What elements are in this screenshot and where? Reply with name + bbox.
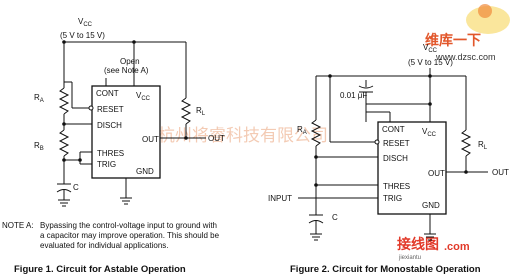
fig1-note-line-3: evaluated for individual applications. [40,241,169,250]
fig2-vcc-range: (5 V to 15 V) [408,58,453,67]
fig1-ra-label: RA [34,93,44,104]
fig2-pin-trig: TRIG [383,194,402,203]
fig2-ic-box [377,121,447,215]
fig2-pin-cont: CONT [382,125,405,134]
fig1-open-note: (see Note A) [104,66,149,75]
fig1-rl-label: RL [196,106,206,117]
fig1-pin-trig: TRIG [97,160,116,169]
fig1-note-label: NOTE A: [2,221,34,230]
watermark: 杭州将睿科技有限公司 [158,126,328,146]
fig1-out-label: OUT [208,134,225,143]
fig2-input-label: INPUT [268,194,292,203]
corner-logo-text: 接线图 [397,236,439,253]
fig1-pin-out: OUT [142,135,159,144]
logo-brand-text: 维库一下 [425,32,481,49]
fig1-open-label: Open [120,57,140,66]
fig1-pin-cont: CONT [96,89,119,98]
logo-site-text: www.dzsc.com [435,52,496,62]
corner-logo-sub: jiexiantu [398,255,421,261]
fig1-rb-label: RB [34,141,44,152]
fig1-pin-thres: THRES [97,149,124,158]
fig1-vcc-range: (5 V to 15 V) [60,31,105,40]
figure-1: VCC (5 V to 15 V) Open (see Note A) CONT… [2,17,225,275]
fig2-vcc-label: VCC [423,43,438,54]
fig1-note-line-2: a capacitor may improve operation. This … [40,231,220,240]
dzsc-logo: 维库一下 www.dzsc.com [425,4,510,62]
jiexiantu-logo: 接线图 jiexiantu .com [397,236,470,261]
fig2-c-label: C [332,213,338,222]
fig2-pin-reset: RESET [383,139,410,148]
fig2-pin-vcc: VCC [422,127,437,138]
fig2-pin-thres: THRES [383,182,410,191]
fig1-pin-gnd: GND [136,167,154,176]
fig1-note-line-1: Bypassing the control-voltage input to g… [40,221,217,230]
fig2-cap-label: 0.01 μF [340,91,367,100]
watermark-company-text: 杭州将睿科技有限公司 [158,126,328,146]
fig2-ra-label: RA [297,125,307,136]
fig1-caption: Figure 1. Circuit for Astable Operation [14,264,186,275]
fig2-out-label: OUT [492,168,509,177]
fig2-pin-disch: DISCH [383,154,408,163]
fig2-pin-gnd: GND [422,201,440,210]
fig1-c-label: C [73,183,79,192]
fig1-ic-box [91,85,161,179]
figure-2: VCC (5 V to 15 V) 0.01 μF CONT VCC RESET… [268,43,509,275]
fig2-pin-out: OUT [428,169,445,178]
fig1-pin-disch: DISCH [97,121,122,130]
fig1-pin-reset: RESET [97,105,124,114]
fig2-caption: Figure 2. Circuit for Monostable Operati… [290,264,481,275]
fig2-rl-label: RL [478,140,488,151]
corner-logo-domain: .com [444,241,470,253]
fig1-vcc-label: VCC [78,17,93,28]
fig1-pin-vcc: VCC [136,91,151,102]
